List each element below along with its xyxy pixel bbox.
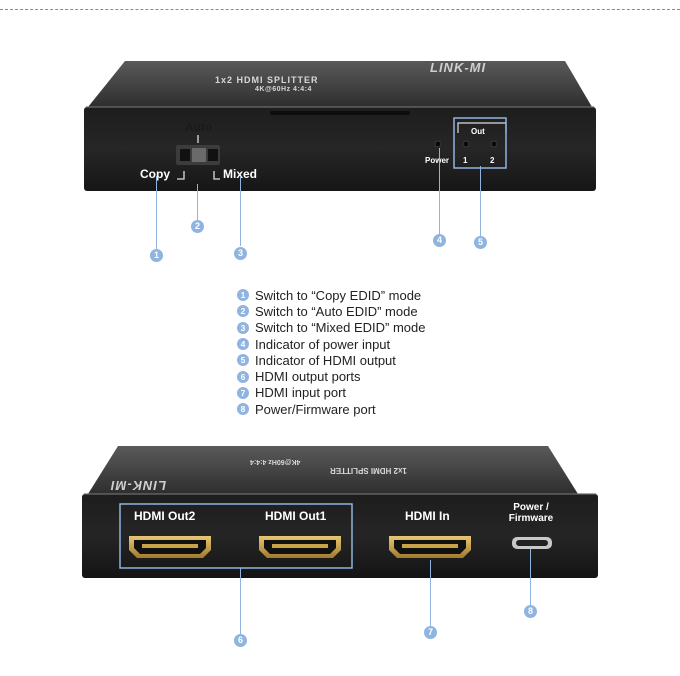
callout-badge-6: 6 bbox=[234, 634, 247, 647]
hdmi-out2-label: HDMI Out2 bbox=[134, 509, 196, 523]
legend-item: 2 Switch to “Auto EDID” mode bbox=[237, 303, 426, 319]
legend-item: 5 Indicator of HDMI output bbox=[237, 352, 426, 368]
rear-model-text: 1x2 HDMI SPLITTER bbox=[330, 466, 407, 475]
legend-number-badge: 4 bbox=[237, 338, 249, 351]
power-label: Power bbox=[425, 156, 450, 165]
legend-text: Switch to “Auto EDID” mode bbox=[255, 303, 418, 319]
rear-spec-text: 4K@60Hz 4:4:4 bbox=[250, 458, 301, 465]
callout-line-2 bbox=[197, 184, 198, 222]
callout-badge-1: 1 bbox=[150, 249, 163, 262]
callout-line-5 bbox=[480, 166, 481, 236]
callout-line-6 bbox=[240, 568, 241, 634]
callout-line-3 bbox=[240, 176, 241, 246]
hdmi-in-label: HDMI In bbox=[405, 509, 450, 523]
dashed-separator bbox=[0, 9, 680, 10]
out-2-label: 2 bbox=[490, 156, 495, 165]
legend-text: HDMI input port bbox=[255, 385, 347, 401]
legend-text: Switch to “Mixed EDID” mode bbox=[255, 320, 426, 336]
legend-item: 7 HDMI input port bbox=[237, 385, 426, 401]
legend-item: 6 HDMI output ports bbox=[237, 368, 426, 384]
out-label: Out bbox=[471, 127, 485, 136]
callout-badge-7: 7 bbox=[424, 626, 437, 639]
switch-auto-label: Auto bbox=[185, 120, 213, 134]
power-firmware-label: Power / Firmware bbox=[508, 502, 554, 524]
out-1-label: 1 bbox=[463, 156, 468, 165]
callout-badge-5: 5 bbox=[474, 236, 487, 249]
callout-line-7 bbox=[430, 560, 431, 626]
legend-number-badge: 8 bbox=[237, 403, 249, 416]
legend-number-badge: 3 bbox=[237, 321, 249, 334]
hdmi-out1-label: HDMI Out1 bbox=[265, 509, 327, 523]
callout-line-8 bbox=[530, 549, 531, 605]
callout-badge-2: 2 bbox=[191, 220, 204, 233]
legend-item: 1 Switch to “Copy EDID” mode bbox=[237, 287, 426, 303]
legend-item: 4 Indicator of power input bbox=[237, 336, 426, 352]
legend-text: HDMI output ports bbox=[255, 369, 361, 385]
device-rear-view bbox=[82, 446, 598, 578]
device-brand-logo: LINK-MI bbox=[430, 60, 487, 75]
device-spec-text: 4K@60Hz 4:4:4 bbox=[255, 86, 312, 93]
legend-number-badge: 1 bbox=[237, 289, 249, 302]
legend-item: 8 Power/Firmware port bbox=[237, 401, 426, 417]
legend-text: Switch to “Copy EDID” mode bbox=[255, 287, 422, 303]
callout-badge-3: 3 bbox=[234, 247, 247, 260]
rear-brand-logo: LINK-MI bbox=[110, 478, 167, 493]
legend-number-badge: 2 bbox=[237, 305, 249, 318]
switch-mixed-label: Mixed bbox=[223, 167, 258, 181]
device-model-text: 1x2 HDMI SPLITTER bbox=[215, 75, 319, 85]
device-front-view bbox=[84, 61, 596, 191]
callout-badge-8: 8 bbox=[524, 605, 537, 618]
callout-badge-4: 4 bbox=[433, 234, 446, 247]
legend-number-badge: 5 bbox=[237, 354, 249, 367]
legend-text: Power/Firmware port bbox=[255, 401, 376, 417]
callout-line-4 bbox=[439, 148, 440, 234]
switch-copy-label: Copy bbox=[140, 167, 170, 181]
legend-number-badge: 6 bbox=[237, 370, 249, 383]
legend-text: Indicator of power input bbox=[255, 336, 391, 352]
callout-line-1 bbox=[156, 176, 157, 250]
legend-number-badge: 7 bbox=[237, 386, 249, 399]
legend-item: 3 Switch to “Mixed EDID” mode bbox=[237, 320, 426, 336]
legend-text: Indicator of HDMI output bbox=[255, 352, 396, 368]
